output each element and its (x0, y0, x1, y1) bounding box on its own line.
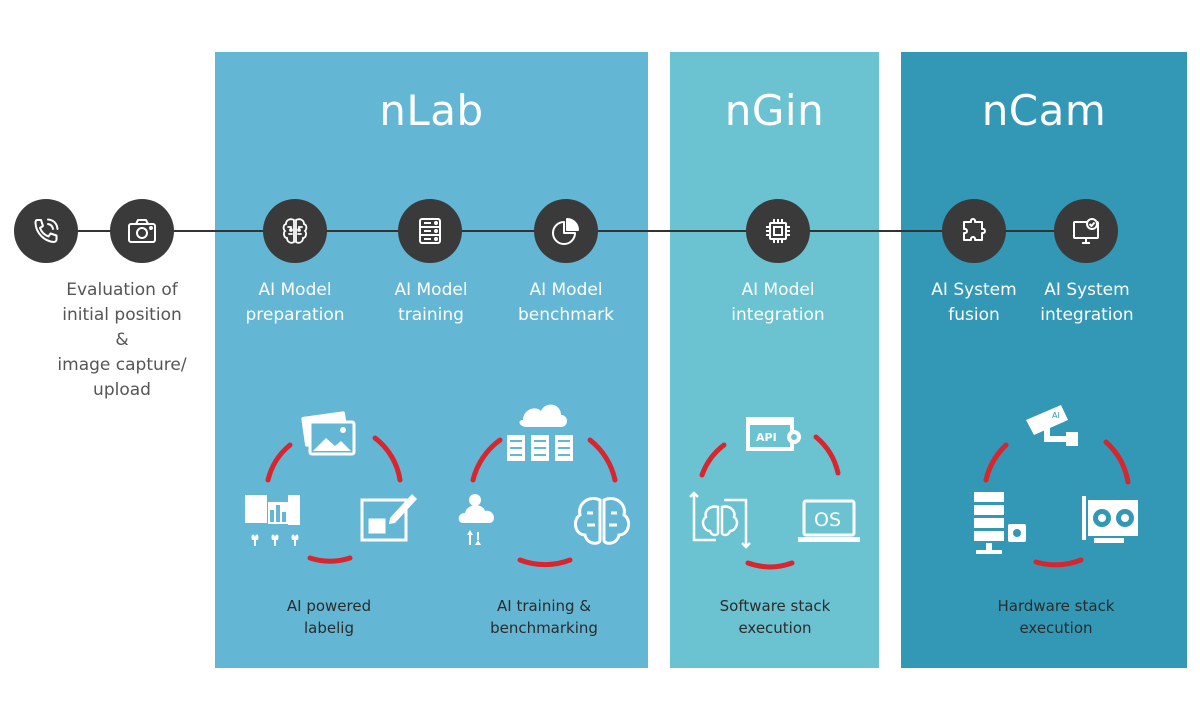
cloud-servers-icon (507, 404, 573, 461)
cycle-hardware: AI (974, 405, 1138, 568)
camera-icon (128, 219, 156, 243)
step-node-monitor (1054, 199, 1118, 263)
step-label-line: AI Model (258, 280, 332, 300)
step-node-pie (534, 199, 598, 263)
panel-title-ncam: nCam (981, 86, 1107, 135)
cycle-label-line: benchmarking (490, 619, 598, 637)
panel-title-ngin: nGin (724, 86, 825, 135)
cycle-label-training: AI training & benchmarking (444, 595, 644, 639)
step-label-line: upload (93, 380, 151, 400)
api-text: API (756, 431, 777, 444)
cycle-arc (745, 560, 795, 570)
step-node-server (398, 199, 462, 263)
step-node-puzzle (942, 199, 1006, 263)
cycle-arc (813, 434, 841, 476)
cloud-upload-icon (458, 494, 494, 545)
step-label-line: & (115, 330, 129, 350)
step-label-line: AI System (1044, 280, 1130, 300)
server-rack-icon (974, 492, 1026, 554)
monitor-check-icon (1073, 218, 1099, 244)
cycle-arc (307, 555, 353, 564)
api-window-icon: API (746, 417, 801, 451)
cycle-arc (699, 442, 727, 478)
server-icon (419, 218, 441, 244)
brain-icon (573, 497, 631, 545)
edit-image-icon (360, 494, 417, 542)
cycle-software: API OS (689, 417, 860, 570)
phone-call-icon (34, 218, 59, 243)
step-label-line: AI Model (741, 280, 815, 300)
cycle-label-hardware: Hardware stack execution (956, 595, 1156, 639)
step-node-phone (14, 199, 78, 263)
camera-ai-text: AI (1052, 411, 1060, 420)
step-label-line: benchmark (518, 305, 614, 325)
step-label-line: AI System (931, 280, 1017, 300)
puzzle-icon (963, 218, 986, 241)
step-label-line: AI Model (529, 280, 603, 300)
cycle-arc (1033, 557, 1084, 568)
step-label-preparation: AI Model preparation (220, 278, 370, 328)
gpu-card-icon (1082, 496, 1138, 543)
cycle-arc (372, 435, 403, 483)
cycle-arc (470, 437, 503, 483)
step-label-training: AI Model training (356, 278, 506, 328)
panel-ncam (901, 52, 1187, 668)
step-label-evaluation: Evaluation of initial position & image c… (22, 278, 222, 403)
step-label-line: image capture/ (57, 355, 187, 375)
brain-cycle-icon (689, 491, 751, 549)
cycle-label-line: Software stack (719, 597, 831, 615)
cycle-label-software: Software stack execution (675, 595, 875, 639)
step-label-line: fusion (948, 305, 1000, 325)
security-camera-icon: AI (1026, 405, 1078, 446)
step-node-chip (746, 199, 810, 263)
cycle-label-labeling: AI powered labelig (229, 595, 429, 639)
cycle-label-line: execution (738, 619, 812, 637)
step-label-line: AI Model (394, 280, 468, 300)
step-node-camera (110, 199, 174, 263)
pie-chart-icon (552, 218, 579, 245)
cycle-arc (587, 437, 618, 483)
step-label-line: preparation (245, 305, 345, 325)
sensor-chart-icon (245, 495, 300, 546)
step-label-line: integration (1040, 305, 1134, 325)
brain-icon (282, 218, 308, 244)
step-label-system-integration: AI System integration (1012, 278, 1162, 328)
cycle-arc (1103, 439, 1131, 485)
panel-nlab (215, 52, 648, 668)
step-node-brain (263, 199, 327, 263)
cycle-training (458, 404, 631, 568)
step-label-fusion: AI System fusion (899, 278, 1049, 328)
step-label-line: training (398, 305, 464, 325)
cycle-arc (983, 442, 1009, 483)
cycle-arc (265, 442, 293, 483)
cycle-label-line: execution (1019, 619, 1093, 637)
step-label-benchmark: AI Model benchmark (491, 278, 641, 328)
panel-ngin (670, 52, 879, 668)
cycle-labeling (245, 411, 417, 564)
os-text: OS (814, 509, 841, 531)
cycle-label-line: Hardware stack (997, 597, 1115, 615)
cycle-label-line: labelig (304, 619, 354, 637)
chip-icon (766, 219, 790, 243)
step-label-integration: AI Model integration (703, 278, 853, 328)
step-label-line: integration (731, 305, 825, 325)
panel-title-nlab: nLab (379, 86, 484, 135)
step-label-line: Evaluation of (66, 280, 178, 300)
images-icon (301, 411, 356, 456)
cycle-label-line: AI powered (286, 597, 372, 615)
cycle-label-line: AI training & (496, 597, 592, 615)
cycle-arc (517, 557, 573, 568)
laptop-os-icon: OS (798, 499, 860, 542)
step-label-line: initial position (62, 305, 182, 325)
